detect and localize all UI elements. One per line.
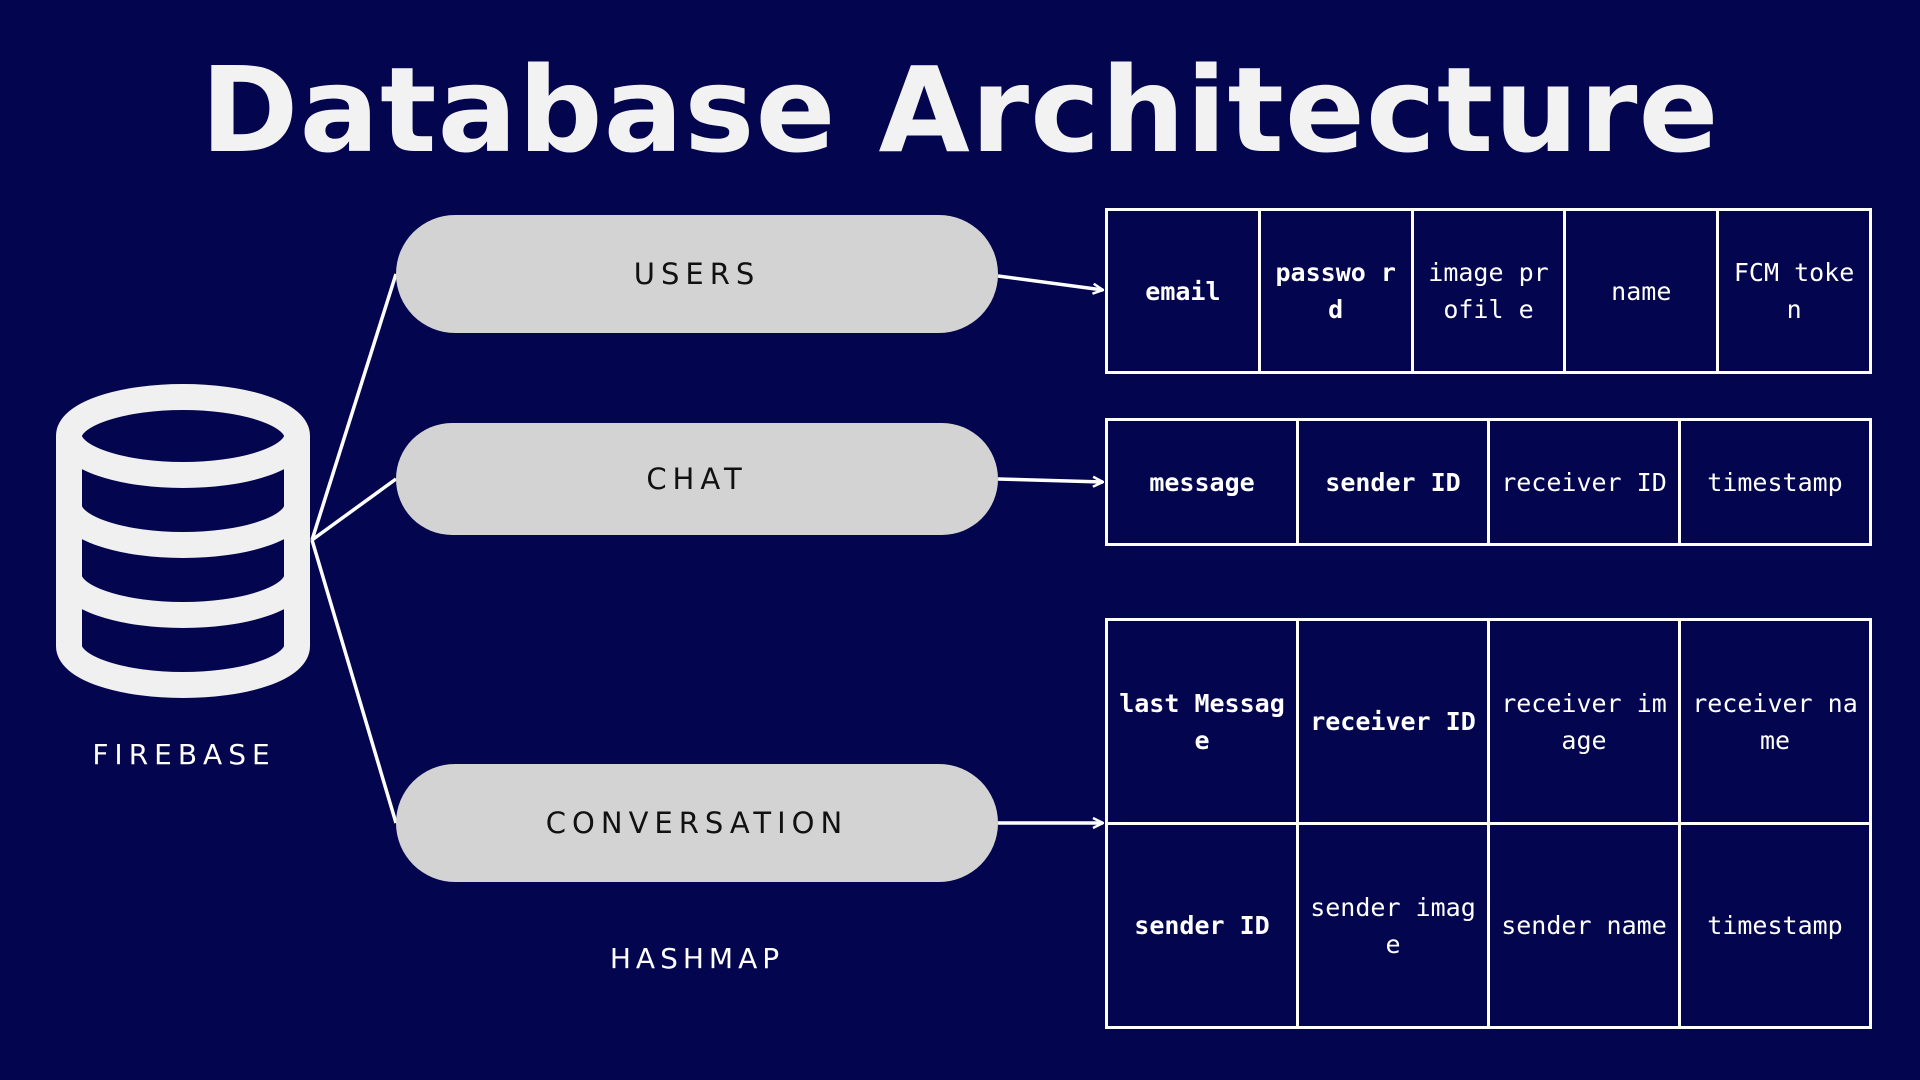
chat-arrow	[997, 479, 1103, 482]
chat-collection-node: CHAT	[396, 423, 998, 535]
table-row: last Message receiver ID receiver image …	[1105, 618, 1872, 825]
users-field-image-profile: image profil e	[1410, 208, 1567, 374]
conversation-collection-node: CONVERSATION	[396, 764, 998, 882]
chat-field-message: message	[1105, 418, 1299, 546]
page-title: Database Architecture	[200, 41, 1720, 179]
firebase-to-conversation-line	[310, 539, 398, 824]
conversation-field-receiver-id: receiver ID	[1296, 618, 1490, 825]
users-field-password: passwo rd	[1257, 208, 1414, 374]
chat-field-receiver-id: receiver ID	[1487, 418, 1681, 546]
table-row: email passwo rd image profil e name FCM …	[1105, 208, 1872, 374]
conversation-field-sender-id: sender ID	[1105, 822, 1299, 1029]
chat-fields-table: message sender ID receiver ID timestamp	[1105, 418, 1872, 546]
users-field-email: email	[1105, 208, 1261, 374]
conversation-field-last-message: last Message	[1105, 618, 1299, 825]
conversation-field-receiver-image: receiver image	[1487, 618, 1681, 825]
table-row: message sender ID receiver ID timestamp	[1105, 418, 1872, 546]
users-field-fcm-token: FCM token	[1716, 208, 1872, 374]
users-collection-node: USERS	[396, 215, 998, 333]
users-fields-table: email passwo rd image profil e name FCM …	[1105, 208, 1872, 374]
firebase-to-chat-line	[310, 477, 398, 542]
conversation-field-sender-name: sender name	[1487, 822, 1681, 1029]
database-icon	[56, 384, 310, 698]
table-row: sender ID sender image sender name times…	[1105, 822, 1872, 1029]
users-field-name: name	[1563, 208, 1720, 374]
conversation-fields-table: last Message receiver ID receiver image …	[1105, 618, 1872, 1029]
firebase-label: FIREBASE	[92, 738, 276, 771]
chat-field-sender-id: sender ID	[1296, 418, 1490, 546]
conversation-field-timestamp: timestamp	[1678, 822, 1872, 1029]
hashmap-caption: HASHMAP	[609, 942, 785, 975]
users-arrow	[997, 274, 1103, 290]
firebase-to-users-line	[310, 273, 398, 541]
chat-field-timestamp: timestamp	[1678, 418, 1872, 546]
conversation-field-sender-image: sender image	[1296, 822, 1490, 1029]
conversation-field-receiver-name: receiver name	[1678, 618, 1872, 825]
